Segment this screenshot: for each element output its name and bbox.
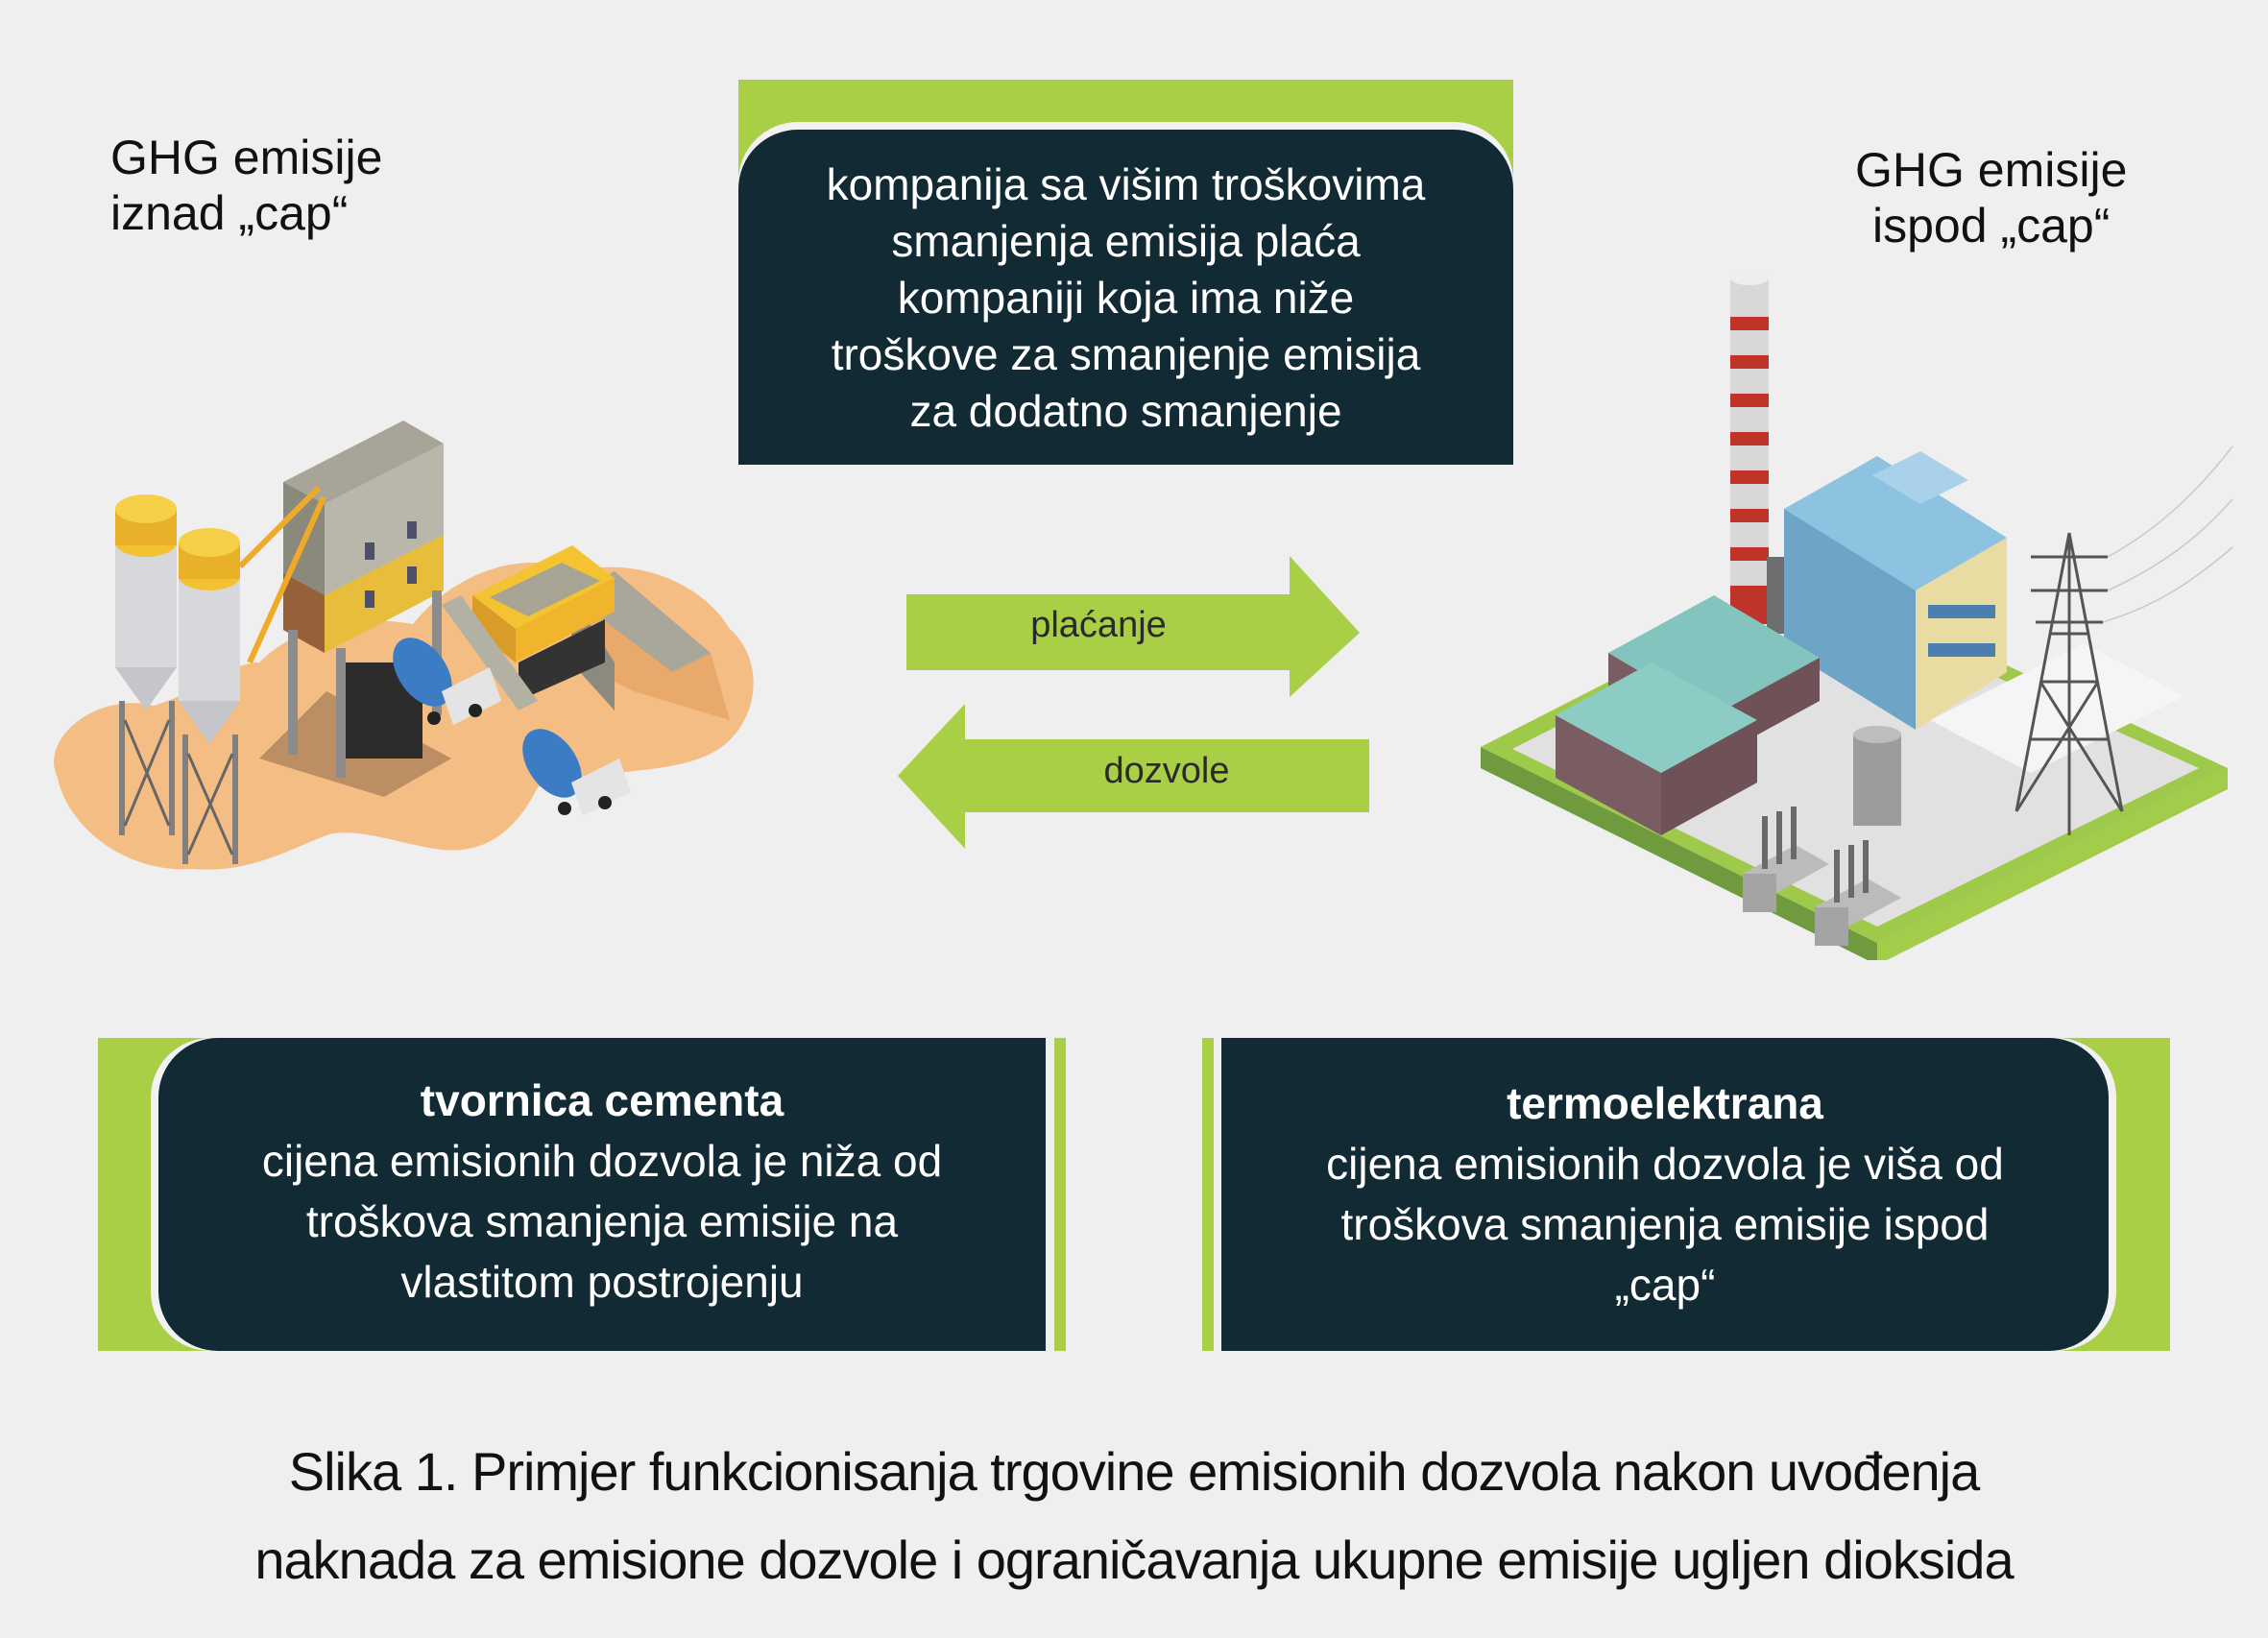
transmission-tower	[2015, 532, 2124, 835]
power-lines	[2102, 446, 2233, 623]
permits-arrow-label: dozvole	[1103, 751, 1230, 791]
power-box-gap	[1214, 1038, 1221, 1351]
top-box-text: kompanija sa višim troškovima smanjenja …	[738, 157, 1513, 440]
right-emissions-label: GHG emisije ispod „cap“	[1855, 142, 2127, 253]
transformers	[1743, 807, 1901, 946]
figure-caption: Slika 1. Primjer funkcionisanja trgovine…	[0, 1428, 2268, 1604]
top-box-line: smanjenja emisija plaća	[891, 216, 1361, 266]
right-label-line1: GHG emisije	[1855, 143, 2128, 197]
chimney	[1730, 272, 1769, 624]
power-box-panel	[1221, 1038, 2109, 1351]
right-label-line2: ispod „cap“	[1872, 199, 2111, 253]
mixer-truck-2	[522, 729, 631, 816]
power-box-text: termoelektrana cijena emisionih dozvola …	[1221, 1073, 2109, 1315]
turbine-hall	[1556, 595, 1820, 835]
tower-roof	[283, 421, 444, 504]
cement-box-text: tvornica cementa cijena emisionih dozvol…	[158, 1071, 1046, 1313]
cement-box-line: troškova smanjenja emisije na	[305, 1196, 899, 1246]
cement-box-line: cijena emisionih dozvola je niža od	[261, 1136, 943, 1186]
site-base-side-right	[1877, 768, 2228, 960]
cement-box-gap	[1046, 1038, 1054, 1351]
office-building	[1784, 451, 2007, 730]
cement-box-line: vlastitom postrojenju	[400, 1257, 804, 1307]
site-base-side-left	[1481, 747, 1877, 960]
top-box-panel	[738, 130, 1513, 465]
left-emissions-label: GHG emisije iznad „cap“	[110, 130, 382, 241]
silo-right	[179, 528, 240, 864]
exchange-arrows	[898, 556, 1369, 849]
payment-arrow-shape	[906, 556, 1360, 697]
top-box-line: za dodatno smanjenje	[909, 386, 1342, 436]
left-label-line1: GHG emisije	[110, 131, 383, 184]
mixer-truck-1	[393, 638, 501, 725]
power-box-line: troškova smanjenja emisije ispod	[1340, 1199, 1990, 1249]
thermal-power-plant-illustration	[1481, 272, 2233, 960]
power-box-title: termoelektrana	[1507, 1078, 1823, 1128]
storage-tank	[1853, 726, 1901, 826]
payment-arrow-label: plaćanje	[1030, 605, 1167, 645]
left-label-line2: iznad „cap“	[110, 186, 349, 240]
silo-left	[115, 494, 177, 835]
cement-box-panel	[158, 1038, 1046, 1351]
caption-line2: naknada za emisione dozvole i ograničava…	[254, 1530, 2014, 1590]
top-box-line: troškove za smanjenje emisija	[831, 329, 1421, 379]
top-box-line: kompanija sa višim troškovima	[826, 159, 1426, 209]
power-box-line: cijena emisionih dozvola je viša od	[1326, 1139, 2004, 1189]
cement-plant-illustration	[54, 421, 754, 870]
top-box-line: kompaniji koja ima niže	[897, 273, 1355, 323]
cement-box-title: tvornica cementa	[420, 1075, 784, 1125]
permits-arrow-shape	[898, 704, 1369, 849]
caption-line1: Slika 1. Primjer funkcionisanja trgovine…	[288, 1441, 1980, 1502]
power-box-line: „cap“	[1614, 1260, 1716, 1310]
